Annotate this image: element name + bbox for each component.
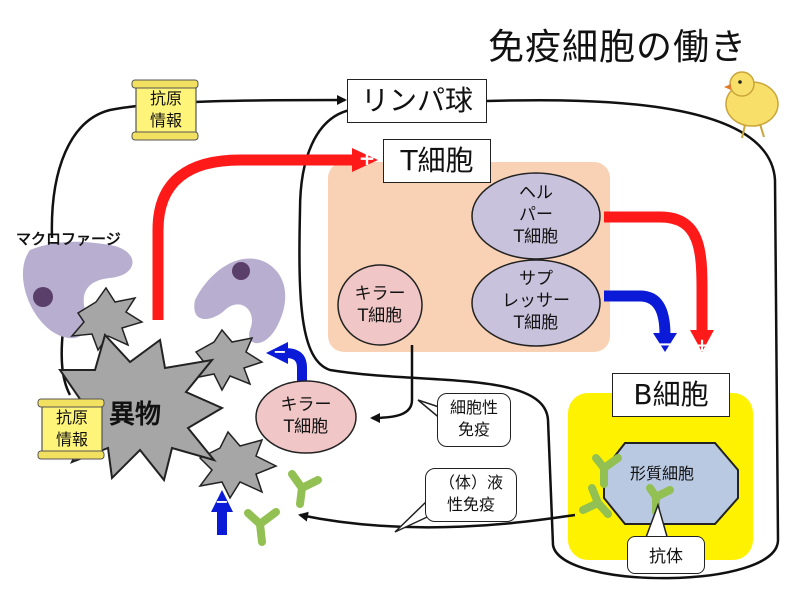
lymphocyte-loop-line — [298, 98, 780, 580]
small-foreign-3 — [198, 430, 278, 500]
minus-sign-b: − — [657, 334, 673, 355]
helper-t-cell-label: ヘル パー T細胞 — [513, 183, 559, 247]
antibody-bubble-tail — [644, 502, 669, 541]
suppressor-t-cell-label: サプ レッサー T細胞 — [502, 269, 570, 333]
t-cell-label: T細胞 — [383, 139, 491, 183]
antibody-group-foreign — [244, 470, 322, 546]
lymphocyte-label: リンパ球 — [347, 79, 487, 123]
cellular-immunity-bubble — [437, 393, 511, 447]
antigen-info-top-label: 抗原 情報 — [149, 89, 182, 130]
small-foreign-2 — [192, 328, 264, 392]
cellular-bubble-tail — [417, 399, 443, 421]
blue-arrow-head-killer — [266, 342, 288, 364]
killer-t-cell-inside-label: キラー T細胞 — [354, 284, 406, 326]
chick-illustration — [724, 71, 779, 139]
minus-sign-antibody: − — [215, 492, 229, 511]
macrophage-right — [194, 258, 286, 344]
scroll-bottom — [37, 398, 105, 460]
plus-sign-t: + — [358, 146, 376, 170]
humoral-line — [298, 511, 576, 529]
red-arrow-to-t-cell — [152, 154, 356, 320]
killer-t-cell-outside — [255, 380, 357, 454]
blue-arrow-head-b — [653, 333, 677, 352]
antigen-info-path — [50, 95, 347, 239]
antibody-bubble — [627, 536, 705, 574]
blue-arrow-suppressor-to-b — [604, 290, 671, 336]
red-arrow-helper-to-b — [604, 211, 708, 332]
humoral-immunity-label: （体）液 性免疫 — [438, 473, 503, 514]
plus-sign-b: + — [694, 335, 710, 356]
small-foreign-1 — [70, 286, 144, 352]
b-cell-label: B細胞 — [612, 373, 730, 417]
red-arrow-head-t — [352, 148, 378, 172]
helper-t-cell — [471, 172, 601, 260]
macrophage-foreign-line — [60, 329, 72, 396]
foreign-body-label: 異物 — [109, 400, 162, 430]
minus-sign-killer: − — [273, 342, 287, 361]
page-title: 免疫細胞の働き — [488, 27, 748, 68]
red-arrow-head-b — [690, 330, 714, 352]
suppressor-t-cell — [471, 259, 601, 347]
antibody-label: 抗体 — [649, 547, 683, 567]
scroll-top — [131, 79, 199, 141]
cellular-immunity-label: 細胞性 免疫 — [449, 398, 498, 439]
macrophage-left-nucleus — [33, 287, 53, 307]
macrophage-label: マクロファージ — [16, 230, 121, 248]
blue-arrow-head-antibody — [211, 490, 233, 512]
antigen-info-bottom-label: 抗原 情報 — [55, 408, 88, 449]
macrophage-right-nucleus — [232, 262, 250, 280]
macrophage-left — [22, 241, 133, 339]
plasma-cell-label: 形質細胞 — [630, 464, 695, 483]
blue-arrow-killer-up — [284, 348, 307, 388]
killer-t-cell-outside-label: キラー T細胞 — [280, 395, 332, 437]
humoral-immunity-bubble — [425, 468, 517, 522]
killer-t-cell-inside — [337, 264, 423, 346]
killer-activation-line — [370, 345, 414, 423]
